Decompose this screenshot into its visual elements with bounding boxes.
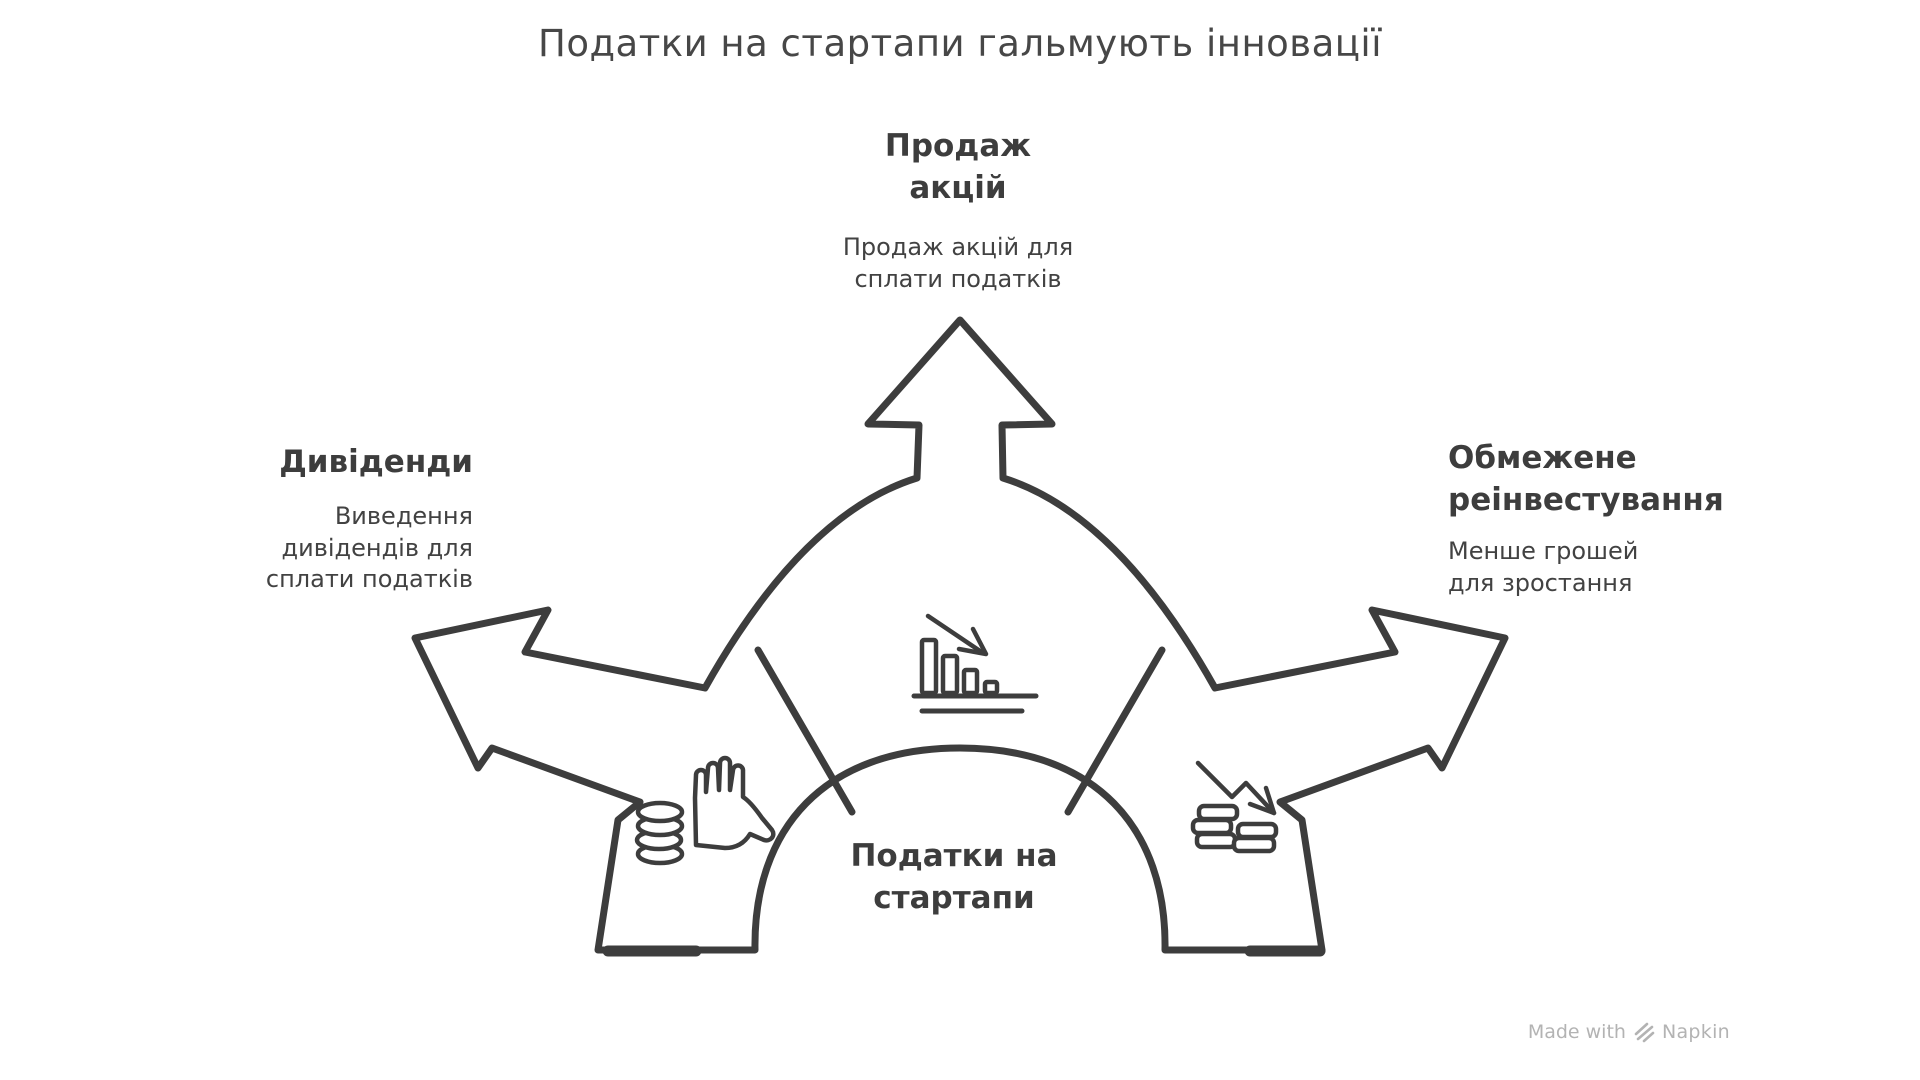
napkin-logo-icon: [1634, 1022, 1655, 1043]
segment-divider-right: [1064, 646, 1166, 816]
declining-bar-chart-icon: [911, 613, 1039, 714]
branch-right-heading: Обмежене реінвестування: [1448, 440, 1724, 518]
branch-left-heading: Дивіденди: [279, 444, 473, 480]
napkin-attribution[interactable]: Made with Napkin: [1528, 1021, 1730, 1043]
napkin-brand-text: Napkin: [1661, 1021, 1730, 1043]
branch-top-description: Продаж акцій для сплати податків: [842, 233, 1074, 293]
made-with-text: Made with: [1527, 1021, 1626, 1043]
money-stacks-decline-icon: [1190, 760, 1279, 854]
diagram-title: Податки на стартапи гальмують інновації: [538, 22, 1382, 65]
branch-right-description: Менше грошей для зростання: [1448, 537, 1639, 597]
hand-with-coins-icon: [634, 755, 776, 866]
branch-left-description: Виведення дивідендів для сплати податків: [265, 502, 473, 594]
branch-top-heading: Продаж акцій: [884, 128, 1032, 206]
arch-center-label: Податки на стартапи: [850, 838, 1058, 916]
segment-divider-left: [754, 646, 856, 816]
